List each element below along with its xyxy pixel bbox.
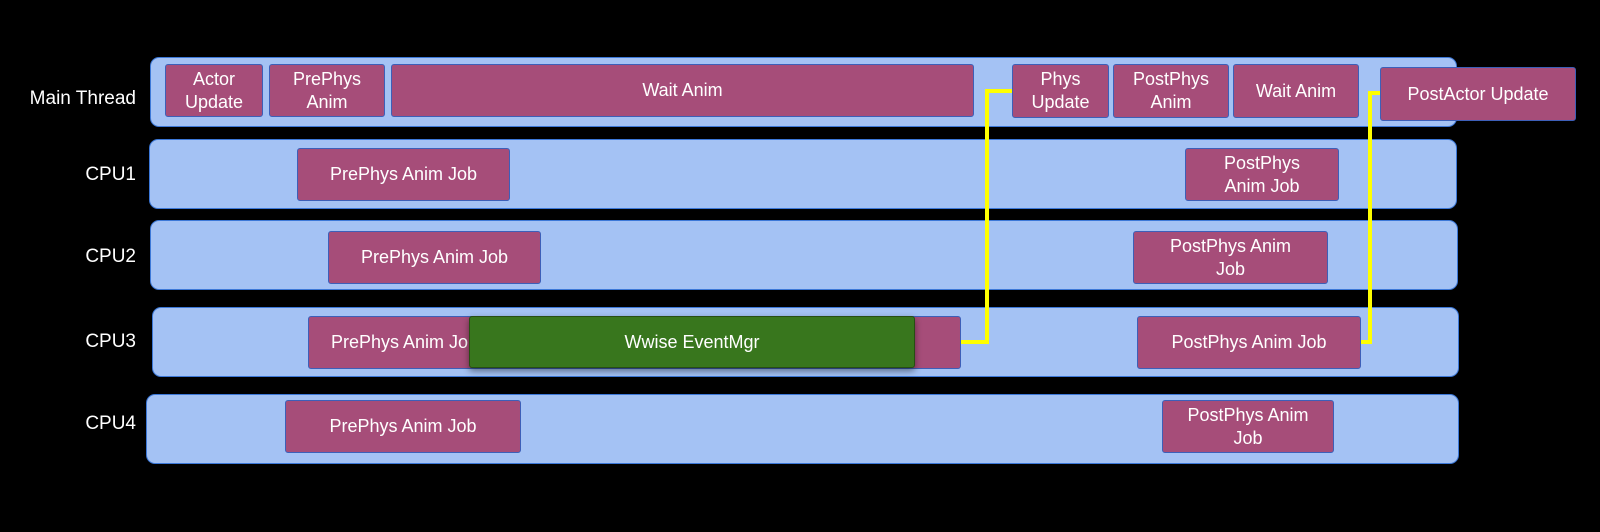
task-cpu2-postphys-anim-job: PostPhys Anim Job — [1133, 231, 1328, 284]
row-label-cpu1: CPU1 — [85, 164, 136, 185]
task-postactor-update: PostActor Update — [1380, 67, 1576, 121]
task-cpu2-prephys-anim-job: PrePhys Anim Job — [328, 231, 541, 284]
task-cpu1-prephys-anim-job: PrePhys Anim Job — [297, 148, 510, 201]
task-wait-anim-2: Wait Anim — [1233, 64, 1359, 118]
connector-cpu3-to-phys-update — [961, 89, 1012, 344]
row-label-main-thread: Main Thread — [29, 88, 136, 109]
task-cpu3-postphys-anim-job: PostPhys Anim Job — [1137, 316, 1361, 369]
task-cpu1-postphys-anim-job: PostPhys Anim Job — [1185, 148, 1339, 201]
task-phys-update: Phys Update — [1012, 64, 1109, 118]
row-label-cpu2: CPU2 — [85, 246, 136, 267]
task-wwise-eventmgr: Wwise EventMgr — [469, 316, 915, 368]
row-label-cpu4: CPU4 — [85, 413, 136, 434]
task-cpu3-prephys-label: PrePhys Anim Job — [331, 332, 479, 352]
task-cpu4-postphys-anim-job: PostPhys Anim Job — [1162, 400, 1334, 453]
task-prephys-anim: PrePhys Anim — [269, 64, 385, 117]
task-cpu4-prephys-anim-job: PrePhys Anim Job — [285, 400, 521, 453]
task-wait-anim-1: Wait Anim — [391, 64, 974, 117]
connector-cpu3-to-postactor-update — [1361, 91, 1380, 344]
task-actor-update: Actor Update — [165, 64, 263, 117]
row-label-cpu3: CPU3 — [85, 331, 136, 352]
task-postphys-anim: PostPhys Anim — [1113, 64, 1229, 118]
